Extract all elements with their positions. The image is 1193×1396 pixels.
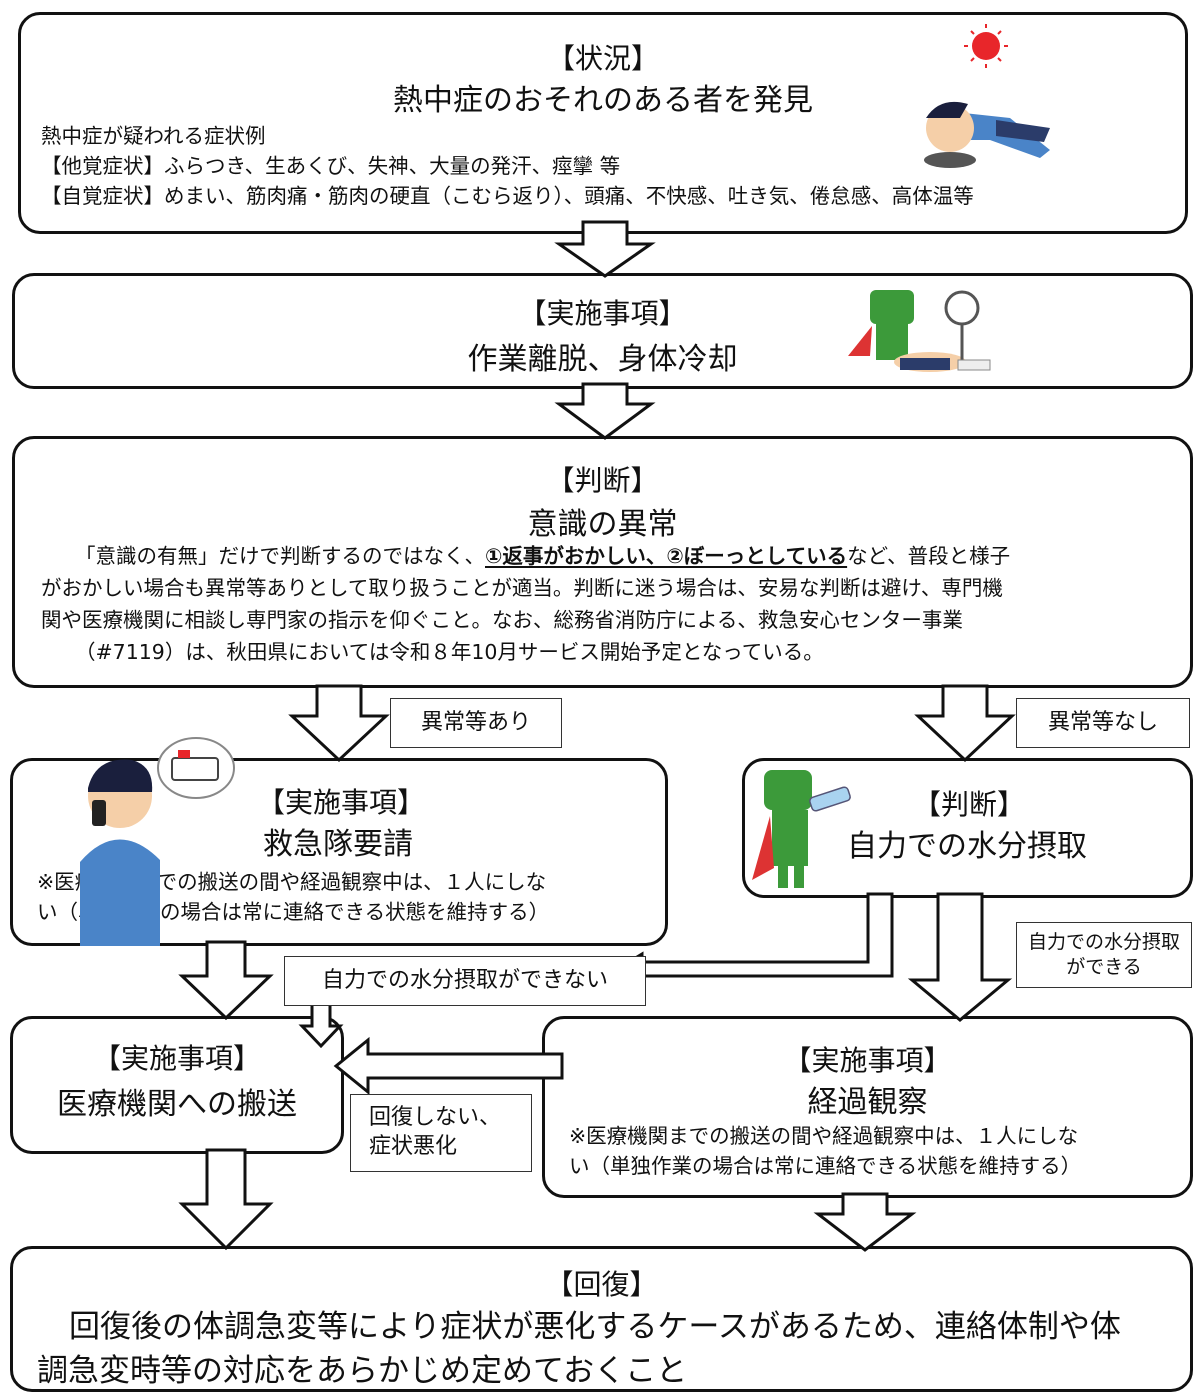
situation-title: 熱中症のおそれのある者を発見 xyxy=(393,83,813,118)
consciousness-line-3: 関や医療機関に相談し専門家の指示を仰ぐこと。なお、総務省消防庁による、救急安心セ… xyxy=(41,608,963,632)
arrow-observe-to-transport xyxy=(333,1036,564,1096)
observation-note-line-1: ※医療機関までの搬送の間や経過観察中は、１人にしな xyxy=(569,1124,1079,1148)
arrow-to-hydration-judgment xyxy=(914,684,1016,763)
transport-action-heading: 【実施事項】 xyxy=(92,1042,261,1075)
situation-heading: 【状況】 xyxy=(546,42,659,75)
consciousness-judgment-heading: 【判断】 xyxy=(546,464,659,497)
cooling-action-title: 作業離脱、身体冷却 xyxy=(467,342,738,377)
ambulance-action-heading: 【実施事項】 xyxy=(257,786,426,819)
consciousness-judgment-title: 意識の異常 xyxy=(527,507,678,542)
label-cannot-hydrate: 自力での水分摂取ができない xyxy=(284,956,646,1006)
cooling-action-heading: 【実施事項】 xyxy=(518,297,687,330)
hydration-judgment-title: 自力での水分摂取 xyxy=(847,829,1087,864)
recovery-box: 【回復】 回復後の体調急変等により症状が悪化するケースがあるため、連絡体制や体 … xyxy=(10,1246,1193,1392)
subjective-symptoms: 【自覚症状】めまい、筋肉痛・筋肉の硬直（こむら返り）、頭痛、不快感、吐き気、倦怠… xyxy=(41,184,974,208)
recovery-heading: 【回復】 xyxy=(545,1268,658,1301)
consciousness-judgment-box: 【判断】 意識の異常 「意識の有無」だけで判断するのではなく、①返事がおかしい、… xyxy=(12,436,1193,688)
phone-call-person-icon xyxy=(80,737,235,946)
transport-action-title: 医療機関への搬送 xyxy=(57,1087,297,1122)
label-abnormal-yes: 異常等あり xyxy=(390,698,562,748)
hydration-judgment-box: 【判断】 自力での水分摂取 xyxy=(742,758,1193,898)
hydration-judgment-heading: 【判断】 xyxy=(913,788,1026,821)
consciousness-signs: ①返事がおかしい、②ぼーっとしている xyxy=(485,544,848,568)
observation-action-box: 【実施事項】 経過観察 ※医療機関までの搬送の間や経過観察中は、１人にしな い（… xyxy=(542,1016,1193,1198)
arrow-situation-to-cooling xyxy=(554,220,656,278)
arrow-cooling-to-judgment xyxy=(554,382,656,440)
observation-action-heading: 【実施事項】 xyxy=(783,1044,952,1077)
arrow-transport-to-recovery xyxy=(178,1148,274,1251)
observation-action-title: 経過観察 xyxy=(807,1085,928,1120)
arrow-to-ambulance xyxy=(288,684,390,763)
consciousness-line-4: （#7119）は、秋田県においては令和８年10月サービス開始予定となっている。 xyxy=(75,640,824,664)
consciousness-line-1a: 「意識の有無」だけで判断するのではなく、 xyxy=(75,544,485,568)
transport-action-box: 【実施事項】 医療機関への搬送 xyxy=(10,1016,344,1154)
hydrating-mascot-icon xyxy=(752,770,851,888)
consciousness-line-1c: など、普段と様子 xyxy=(847,544,1011,568)
collapsed-person-icon xyxy=(924,24,1050,168)
label-abnormal-no: 異常等なし xyxy=(1016,698,1190,748)
consciousness-line-2: がおかしい場合も異常等ありとして取り扱うことが適当。判断に迷う場合は、安易な判断… xyxy=(41,576,1003,600)
arrow-observe-to-recovery xyxy=(813,1192,917,1252)
consciousness-line-1: 「意識の有無」だけで判断するのではなく、①返事がおかしい、②ぼーっとしているなど… xyxy=(75,539,1010,569)
cooling-person-icon xyxy=(848,290,991,372)
label-not-recovered: 回復しない、症状悪化 xyxy=(350,1094,532,1172)
arrow-can-hydrate-to-observe xyxy=(907,892,1013,1022)
arrow-into-transport-small xyxy=(298,1000,344,1049)
label-can-hydrate: 自力での水分摂取ができる xyxy=(1016,922,1192,988)
observation-note-line-2: い（単独作業の場合は常に連絡できる状態を維持する） xyxy=(569,1154,1082,1178)
ambulance-action-title: 救急隊要請 xyxy=(263,827,413,862)
recovery-line-1: 回復後の体調急変等により症状が悪化するケースがあるため、連絡体制や体 xyxy=(69,1309,1121,1345)
objective-symptoms: 【他覚症状】ふらつき、生あくび、失神、大量の発汗、痙攣 等 xyxy=(41,154,621,178)
recovery-line-2: 調急変時等の対応をあらかじめ定めておくこと xyxy=(37,1353,688,1389)
symptom-example-label: 熱中症が疑われる症状例 xyxy=(41,124,266,148)
arrow-ambulance-to-transport xyxy=(178,940,274,1021)
